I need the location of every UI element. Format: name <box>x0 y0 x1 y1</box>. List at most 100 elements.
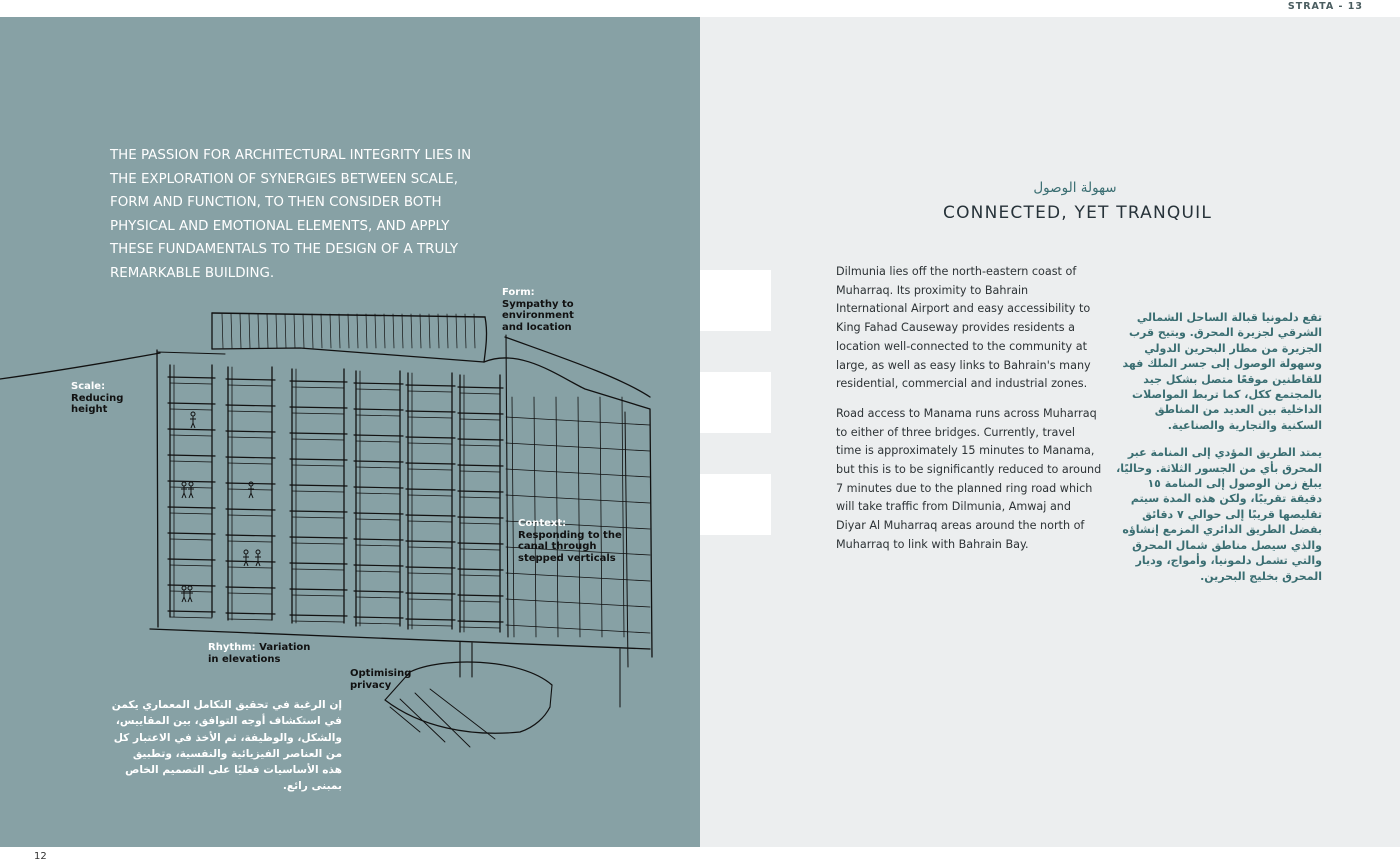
sketch-figure-body <box>188 486 194 499</box>
sketch-floor-band <box>169 512 213 515</box>
sketch-floor-band <box>405 462 456 465</box>
sketch-roof-rib <box>239 313 242 349</box>
sketch-floor-band <box>405 592 456 595</box>
sketch-floor-band <box>353 486 404 489</box>
sketch-floor-band <box>167 532 216 535</box>
sketch-floor-band <box>353 616 404 619</box>
sketch-floor-band <box>291 516 345 519</box>
sketch-floor-band <box>227 410 273 413</box>
sketch-roof-rib <box>419 313 422 349</box>
sketch-floor-band <box>355 544 401 547</box>
sketch-wing-rib <box>555 396 559 638</box>
sketch-figure-body <box>248 486 254 499</box>
sketch-floor-band <box>353 382 404 385</box>
sketch-roof-rib <box>464 313 467 349</box>
sketch-floor-band <box>459 444 501 447</box>
sketch-roof-rib <box>266 313 269 349</box>
sketch-figure-body <box>190 416 196 429</box>
sketch-floor-band <box>227 514 273 517</box>
body-ar-paragraph: يمتد الطريق المؤدي إلى المنامة عبر المحر… <box>1116 446 1322 583</box>
sketch-floor-band <box>291 438 345 441</box>
sketch-floor-band <box>405 436 456 439</box>
sketch-figure-head <box>181 481 187 487</box>
sketch-floor-band <box>459 600 501 603</box>
section-tab-3 <box>700 474 771 535</box>
sketch-floor-band <box>353 564 404 567</box>
sketch-floor-band <box>169 460 213 463</box>
body-en-paragraph: Road access to Manama runs across Muharr… <box>836 406 1102 551</box>
sketch-floor-band <box>407 546 453 549</box>
sketch-floor-band <box>405 540 456 543</box>
sketch-floor-band <box>355 622 401 625</box>
sketch-floor-band <box>355 518 401 521</box>
sketch-floor-band <box>227 384 273 387</box>
sketch-floor-band <box>291 412 345 415</box>
sketch-floor-band <box>291 464 345 467</box>
sketch-floor-band <box>225 612 276 615</box>
body-en-paragraph: Dilmunia lies off the north-eastern coas… <box>836 265 1091 391</box>
sketch-floor-band <box>291 568 345 571</box>
sketch-wing-band <box>505 598 651 608</box>
sketch-floor-band <box>289 484 348 487</box>
sketch-floor-band <box>167 454 216 457</box>
sketch-floor-band <box>289 432 348 435</box>
sketch-wing-band <box>505 520 651 530</box>
sketch-roof-rib <box>374 313 377 349</box>
sketch-roof-rib <box>356 313 359 349</box>
sketch-roof-rib <box>302 313 305 349</box>
sketch-floor-band <box>225 404 276 407</box>
sketch-floor-band <box>225 560 276 563</box>
sketch-floor-band <box>457 568 504 571</box>
sketch-roof-rib <box>473 313 476 349</box>
sketch-wing-rib <box>577 396 581 638</box>
sketch-floor-band <box>459 522 501 525</box>
sketch-floor-band <box>355 414 401 417</box>
sketch-floor-band <box>289 510 348 513</box>
sketch-roof-rib <box>365 313 368 349</box>
sketch-roof-rib <box>320 313 323 349</box>
sketch-wing-rib <box>511 396 515 638</box>
sketch-roof-rib <box>329 313 332 349</box>
annotation-privacy: Optimising privacy <box>350 668 420 691</box>
page-header-strip <box>0 0 1400 17</box>
sketch-roof-rib <box>257 313 260 349</box>
sketch-wing-band <box>505 624 651 634</box>
sketch-figure-head <box>187 585 193 591</box>
sketch-wing-band <box>505 546 651 556</box>
sketch-floor-band <box>407 494 453 497</box>
section-heading-en: CONNECTED, YET TRANQUIL <box>943 203 1212 223</box>
lead-statement-ar: إن الرغبة في تحقيق التكامل المعماري يكمن… <box>111 699 342 793</box>
sketch-floor-band <box>289 614 348 617</box>
sketch-floor-band <box>457 490 504 493</box>
sketch-floor-band <box>167 506 216 509</box>
sketch-roof-rib <box>248 313 251 349</box>
sketch-floor-band <box>227 436 273 439</box>
annotation-scale: Scale: Reducing height <box>71 381 157 416</box>
annotation-context-key: Context: <box>518 518 567 529</box>
sketch-floor-band <box>225 508 276 511</box>
sketch-roof-rib <box>428 313 431 349</box>
sketch-floor-band <box>289 588 348 591</box>
sketch-wing-rib <box>621 396 625 638</box>
sketch-floor-band <box>405 514 456 517</box>
page-folio-right: STRATA - 13 <box>1287 1 1363 12</box>
sketch-roof-rib <box>383 313 386 349</box>
sketch-floor-band <box>355 596 401 599</box>
sketch-floor-band <box>459 496 501 499</box>
sketch-floor-band <box>355 466 401 469</box>
sketch-roof-rib <box>410 313 413 349</box>
sketch-roof-rib <box>446 313 449 349</box>
sketch-floor-band <box>167 558 216 561</box>
sketch-floor-band <box>457 386 504 389</box>
left-page-panel: The passion for architectural integrity … <box>0 17 700 847</box>
sketch-floor-band <box>291 594 345 597</box>
sketch-floor-band <box>289 458 348 461</box>
page-folio-left: 12 <box>34 851 47 862</box>
sketch-wing-rib <box>533 396 537 638</box>
annotation-scale-key: Scale: <box>71 381 106 392</box>
sketch-floor-band <box>405 566 456 569</box>
sketch-floor-band <box>225 586 276 589</box>
sketch-roof-rib <box>347 313 350 349</box>
sketch-figure-head <box>188 481 194 487</box>
sketch-floor-band <box>167 480 216 483</box>
